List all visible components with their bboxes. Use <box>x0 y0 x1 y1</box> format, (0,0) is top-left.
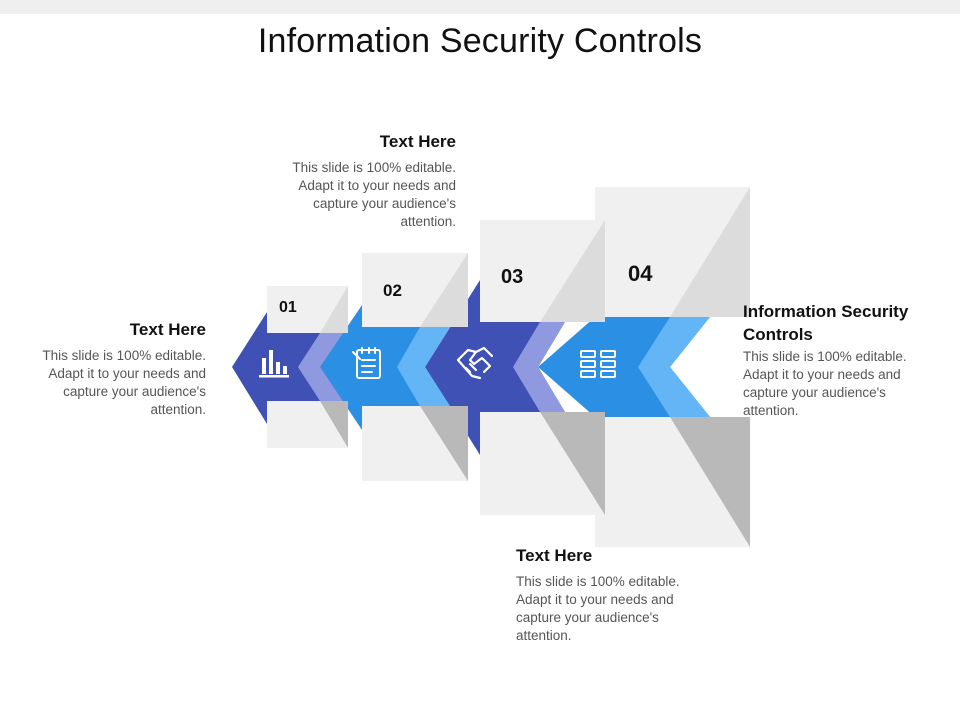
step-01: 01 <box>232 286 348 448</box>
bar-chart-icon <box>259 350 289 378</box>
text-block-left-heading: Text Here <box>129 320 206 339</box>
checklist-icon <box>352 347 381 379</box>
text-block-top-body: This slide is 100% editable. Adapt it to… <box>292 160 456 229</box>
text-block-bottom: Text Here This slide is 100% editable. A… <box>516 544 684 645</box>
step-03-number: 03 <box>501 266 523 288</box>
text-block-right-heading: Information Security Controls <box>743 302 909 344</box>
text-block-bottom-heading: Text Here <box>516 546 593 565</box>
top-bar <box>0 0 960 14</box>
handshake-icon <box>456 346 494 380</box>
step-01-number: 01 <box>279 299 297 316</box>
text-block-right: Information Security Controls This slide… <box>743 300 915 420</box>
text-block-top: Text Here This slide is 100% editable. A… <box>292 130 456 231</box>
page-title: Information Security Controls <box>257 22 703 60</box>
text-block-bottom-body: This slide is 100% editable. Adapt it to… <box>516 574 680 643</box>
server-rack-icon <box>580 350 616 378</box>
step-04-number: 04 <box>628 261 653 286</box>
text-block-right-body: This slide is 100% editable. Adapt it to… <box>743 349 907 418</box>
step-02: 02 <box>320 253 468 481</box>
text-block-top-heading: Text Here <box>379 132 456 151</box>
step-04: 04 <box>538 187 750 547</box>
text-block-left-body: This slide is 100% editable. Adapt it to… <box>42 348 206 417</box>
step-02-number: 02 <box>383 281 402 300</box>
text-block-left: Text Here This slide is 100% editable. A… <box>40 318 206 419</box>
